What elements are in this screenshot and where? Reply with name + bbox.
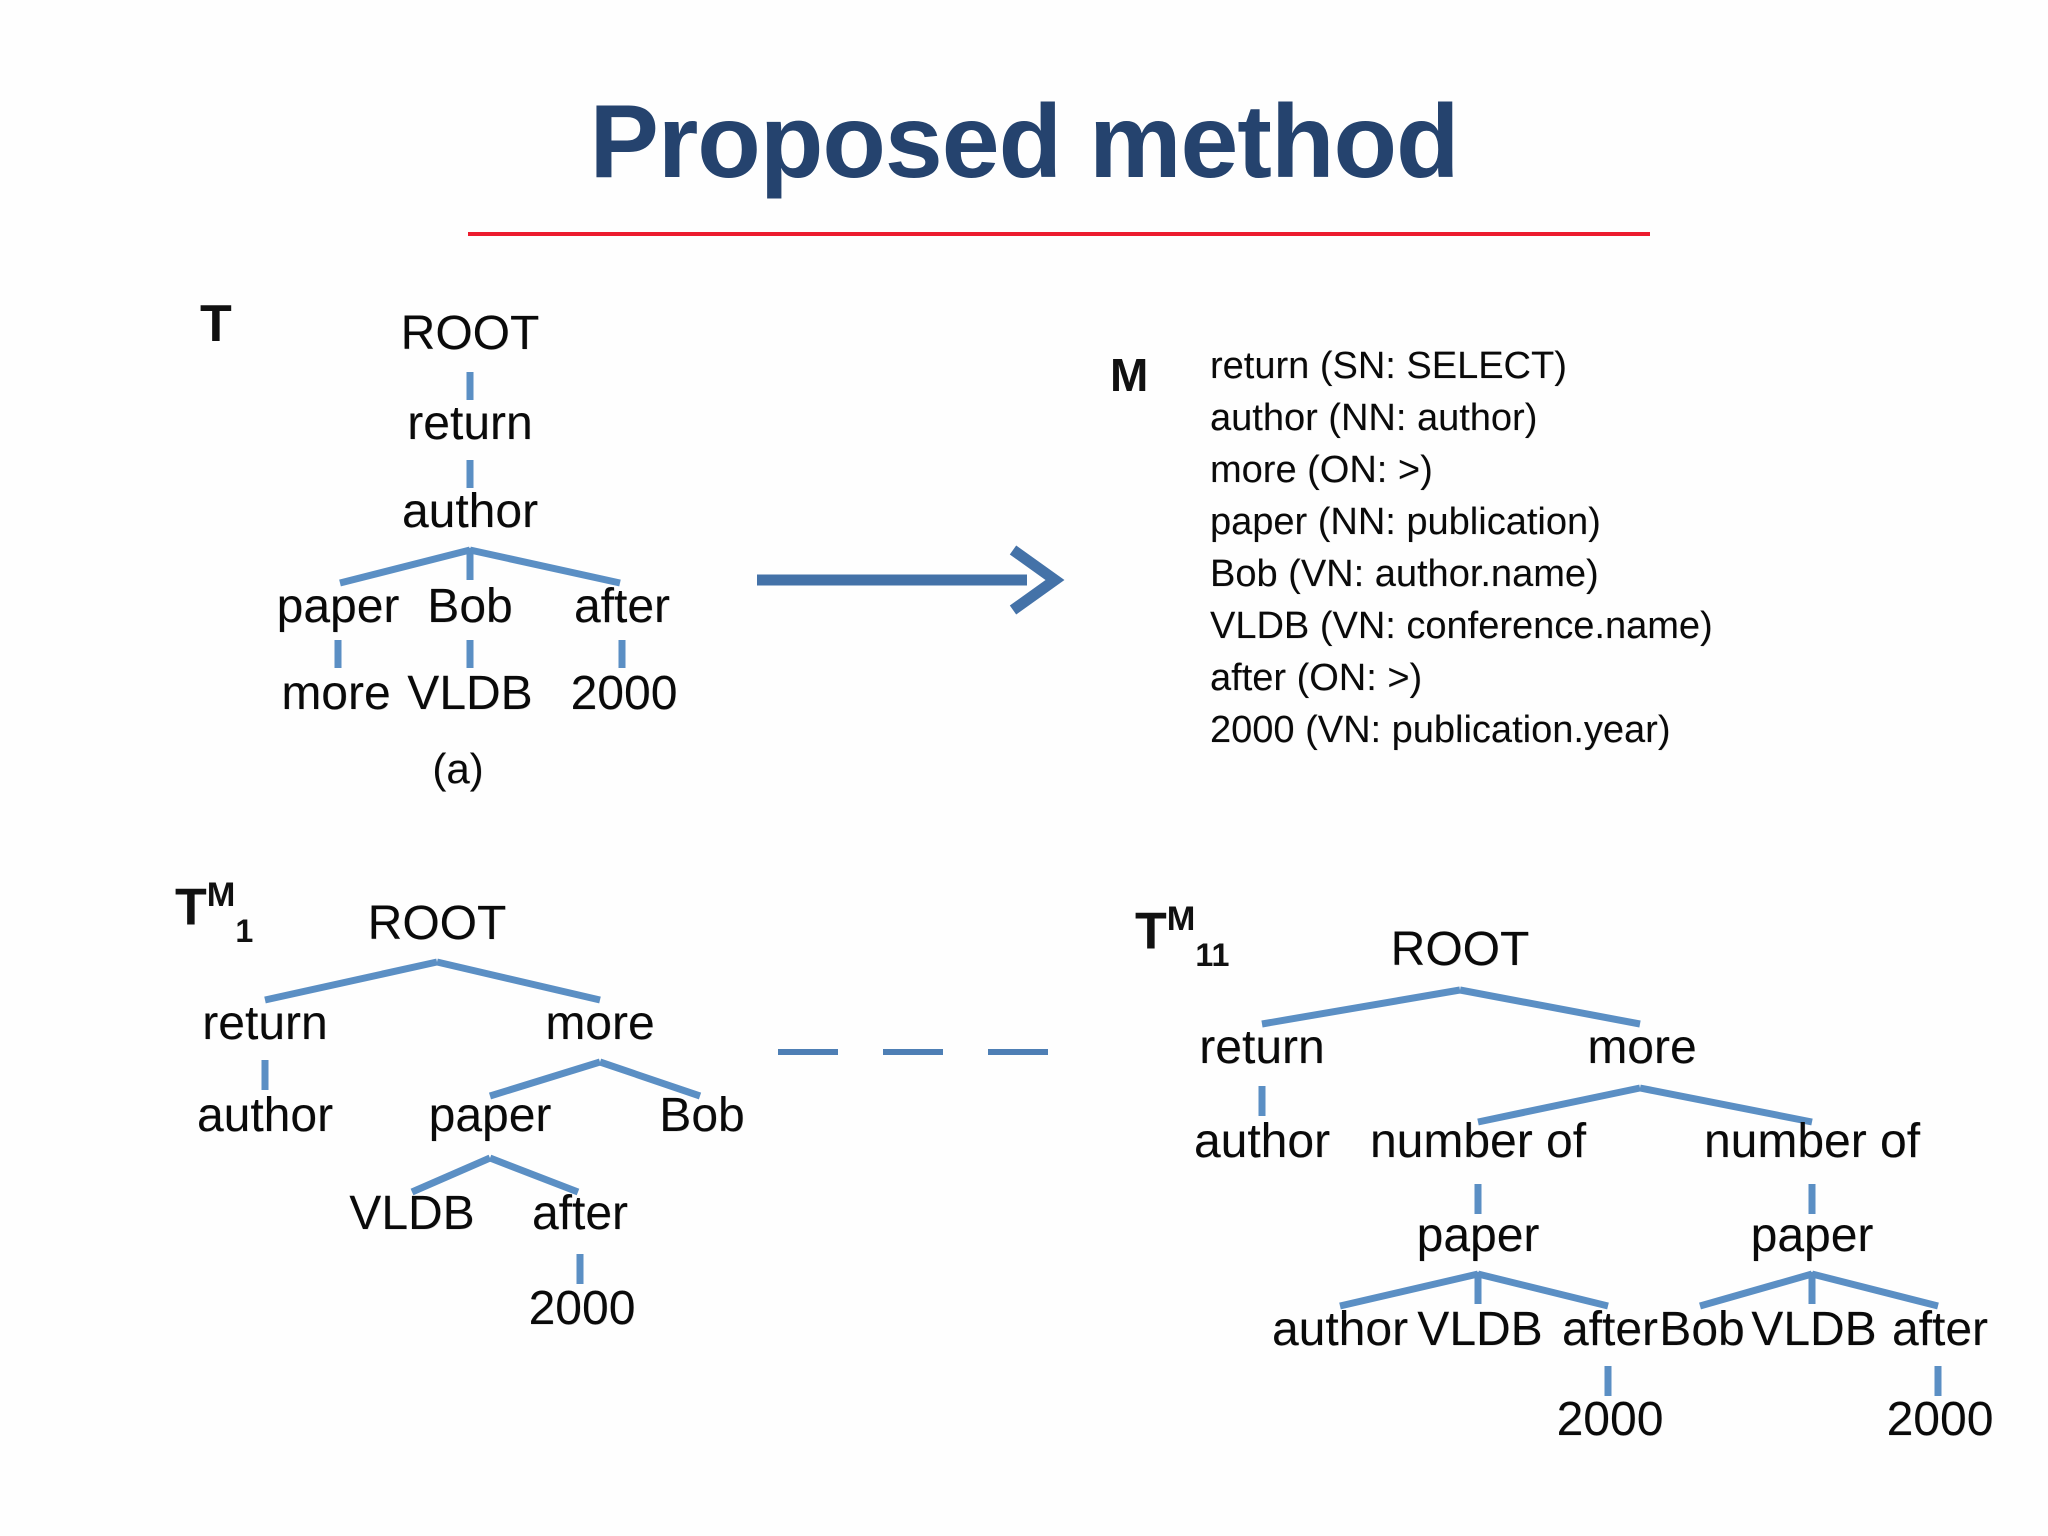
tree-tm11-node-leaf-after-left: after — [1561, 1303, 1659, 1356]
tree-tm1-label-sup: M — [206, 876, 236, 914]
tree-tm1-node-author: author — [196, 1089, 334, 1142]
tree-tm11-label-base: T — [1135, 902, 1167, 961]
list-item: 2000 (VN: publication.year) — [1210, 709, 1671, 751]
tree-tm1-node-more: more — [545, 997, 655, 1050]
tree-tm1-label-sub: 1 — [235, 912, 254, 949]
list-item: VLDB (VN: conference.name) — [1210, 605, 1713, 647]
tree-tm1-label-base: T — [175, 878, 207, 937]
tree-t-node-return: return — [407, 397, 533, 450]
list-item: after (ON: >) — [1210, 657, 1423, 699]
tree-tm11-node-root: ROOT — [1390, 923, 1530, 976]
tree-tm11-node-leaf-after-right: after — [1891, 1303, 1989, 1356]
tree-tm11-node-leaf-vldb-left: VLDB — [1417, 1303, 1543, 1356]
tree-tm11-node-more: more — [1587, 1021, 1697, 1074]
tree-tm11-node-paper-left: paper — [1416, 1209, 1540, 1262]
tree-tm1-node-bob: Bob — [659, 1089, 745, 1142]
transform-arrow-icon — [757, 545, 1065, 615]
list-item: paper (NN: publication) — [1210, 501, 1601, 543]
tree-tm1-label: TM1 — [175, 876, 253, 947]
tree-tm11-node-numberof-left: number of — [1369, 1115, 1587, 1168]
tree-tm11-label-sup: M — [1166, 900, 1196, 938]
tree-t-node-paper: paper — [276, 580, 400, 633]
tree-tm11-node-return: return — [1199, 1021, 1325, 1074]
tree-tm11-node-author: author — [1193, 1115, 1331, 1168]
tree-t-node-bob: Bob — [427, 580, 513, 633]
tree-tm11-node-paper-right: paper — [1750, 1209, 1874, 1262]
tree-tm11-label-sub: 11 — [1195, 936, 1230, 973]
tree-tm11: TM11 ROOT retu — [1135, 900, 1994, 1446]
tree-tm11-node-leaf-author: author — [1271, 1303, 1409, 1356]
list-item: author (NN: author) — [1210, 397, 1538, 439]
tree-tm1-node-paper: paper — [428, 1089, 552, 1142]
tree-tm11-node-leaf-vldb-right: VLDB — [1751, 1303, 1877, 1356]
tree-tm1-node-root: ROOT — [367, 897, 507, 950]
tree-tm11-node-2000-right: 2000 — [1886, 1393, 1994, 1446]
panel-divider-dashes — [778, 1049, 1048, 1055]
tree-tm1-node-return: return — [202, 997, 328, 1050]
list-item: return (SN: SELECT) — [1210, 345, 1567, 387]
tree-tm11-edges — [1258, 986, 1942, 1396]
mapping-list: return (SN: SELECT) author (NN: author) … — [1210, 340, 1713, 756]
tree-tm11-label: TM11 — [1135, 900, 1229, 971]
page-title: Proposed method — [589, 84, 1459, 200]
tree-t-node-more: more — [281, 667, 391, 720]
list-item: Bob (VN: author.name) — [1210, 553, 1599, 595]
tree-tm11-node-leaf-bob: Bob — [1659, 1303, 1745, 1356]
tree-tm11-node-numberof-right: number of — [1703, 1115, 1921, 1168]
tree-t-node-after: after — [573, 580, 671, 633]
mapping-label: M — [1110, 349, 1149, 401]
tree-tm1-node-vldb: VLDB — [349, 1187, 475, 1240]
tree-tm1-node-after: after — [531, 1187, 629, 1240]
tree-tm1-node-2000: 2000 — [528, 1282, 636, 1335]
tree-t-label: T — [200, 295, 232, 353]
tree-t-node-vldb: VLDB — [407, 667, 533, 720]
list-item: more (ON: >) — [1210, 449, 1433, 491]
tree-t-node-2000: 2000 — [570, 667, 678, 720]
tree-t-caption: (a) — [432, 745, 484, 792]
tree-tm11-node-2000-left: 2000 — [1556, 1393, 1664, 1446]
tree-t-node-author: author — [401, 485, 539, 538]
tree-t-node-root: ROOT — [400, 307, 540, 360]
title-underline-rule — [468, 232, 1650, 236]
